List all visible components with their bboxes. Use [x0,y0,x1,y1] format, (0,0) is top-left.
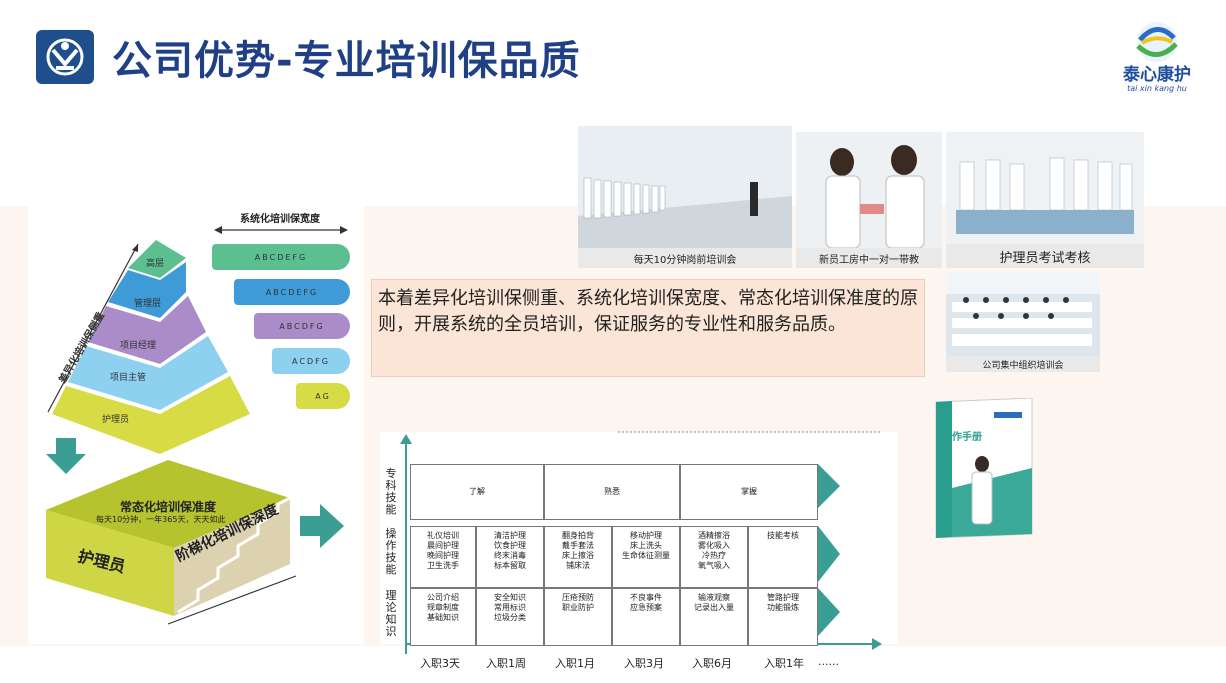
brand-logo [1112,18,1202,100]
breadth-tag-1: ABCDEFG [212,244,350,270]
matrix-cell-familiar: 熟悉 [544,464,680,520]
breadth-tag-4: ACDFG [272,348,350,374]
row-label-specialty: 专科技能 [385,467,397,516]
ops-cell-1: 礼仪培训晨间护理晚间护理卫生洗手 [410,526,476,588]
ops-cell-5: 酒精擦浴雾化吸入冷热疗氧气吸入 [680,526,748,588]
photo-mentoring: 新员工房中一对一带教 [796,132,942,268]
row-label-theory: 理论知识 [385,589,397,638]
theory-cell-3: 压疮预防职业防护 [544,588,612,646]
x-label-2: 入职1周 [486,657,526,670]
down-arrow-icon [46,438,86,474]
breadth-tag-2: ABCDEFG [234,279,350,305]
level-label-4: 项目主管 [110,373,147,383]
photo-caption-4: 公司集中组织培训会 [946,356,1100,372]
photo-caption-1: 每天10分钟岗前培训会 [578,248,792,268]
pyramid-level-2 [108,262,186,318]
x-label-more: ...... [818,655,839,668]
theory-cell-4: 不良事件应急预案 [612,588,680,646]
intro-paragraph: 本着差异化培训保侧重、系统化培训保宽度、常态化培训保准度的原则，开展系统的全员培… [371,279,925,377]
company-logo [36,30,94,84]
matrix-cell-master: 掌握 [680,464,818,520]
x-label-6: 入职1年 [764,657,804,670]
pyramid-level-1 [128,240,186,278]
theory-cell-1: 公司介绍规章制度基础知识 [410,588,476,646]
page-title: 公司优势-专业培训保品质 [112,38,581,84]
x-label-3: 入职1月 [555,657,595,670]
ops-cell-2: 清洁护理饮食护理终末消毒标本留取 [476,526,544,588]
brand-name: 泰心康护 [1123,65,1191,85]
x-label-4: 入职3月 [624,657,664,670]
x-label-1: 入职3天 [420,657,460,670]
pyramid-diagram [46,226,348,625]
pyramid-level-5 [52,376,250,454]
level-label-2: 管理层 [134,299,162,309]
breadth-tag-5: AG [296,383,350,409]
breadth-title: 系统化培训保宽度 [240,214,320,225]
theory-cell-5: 输液观察记录出入量 [680,588,748,646]
box-top [46,460,290,548]
brand-pinyin: tai xin kang hu [1127,84,1187,93]
ops-cell-4: 移动护理床上洗头生命体征测量 [612,526,680,588]
box-top-title: 常态化培训保准度 [120,500,217,514]
photo-morning-meeting: 每天10分钟岗前培训会 [578,126,792,268]
theory-cell-2: 安全知识常用标识垃圾分类 [476,588,544,646]
photo-training-session: 公司集中组织培训会 [946,272,1100,372]
level-label-1: 高层 [146,259,165,269]
theory-cell-6: 管路护理功能锻炼 [748,588,818,646]
right-arrow-icon [300,504,344,548]
box-front [46,510,174,616]
box-top-sub: 每天10分钟，一年365天，天天如此 [96,515,226,524]
ops-cell-6: 技能考核 [748,526,818,588]
work-handbook-image [932,397,1038,539]
matrix-cell-understand: 了解 [410,464,544,520]
photo-caption-3: 护理员考试考核 [946,244,1144,268]
level-label-5: 护理员 [102,415,130,425]
ops-cell-3: 翻身拍背戴手套法床上擦浴铺床法 [544,526,612,588]
row-label-operation: 操作技能 [385,527,397,576]
photo-caption-2: 新员工房中一对一带教 [796,248,942,268]
x-label-5: 入职6月 [692,657,732,670]
pyramid-level-3 [88,296,206,364]
handbook-title: 工作手册 [942,432,982,443]
pyramid-level-4 [68,336,228,410]
breadth-tag-3: ABCDFG [254,313,350,339]
level-label-3: 项目经理 [120,341,157,351]
photo-exam: 护理员考试考核 [946,132,1144,268]
